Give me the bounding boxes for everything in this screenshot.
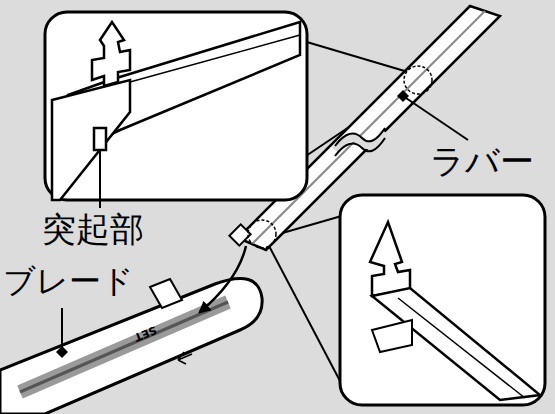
wiper-blade — [0, 278, 262, 414]
blade-slot-line — [20, 302, 228, 392]
blade-arrow-mark — [178, 352, 192, 364]
protrusion — [94, 128, 106, 150]
leader-line — [99, 150, 101, 208]
leader-line — [403, 96, 468, 140]
blade-marking: SET — [132, 324, 157, 343]
break-mark — [335, 128, 385, 146]
blade-clip — [150, 279, 182, 308]
inset-line — [300, 40, 408, 72]
rubber-line — [398, 298, 525, 398]
inset-line — [268, 244, 350, 400]
rubber-lower — [52, 80, 130, 200]
part-label: ラバー — [430, 144, 534, 178]
insert-arrow — [200, 246, 246, 312]
part-label: 突起部 — [42, 212, 144, 246]
rubber-detail-bottom — [370, 222, 540, 400]
leader-dot — [56, 346, 68, 358]
detail-circle — [404, 66, 432, 94]
leader-line — [61, 308, 63, 350]
part-label: ブレード — [3, 265, 134, 297]
rubber-detail-top — [52, 22, 300, 200]
detail-inset — [340, 195, 545, 405]
rubber-line — [130, 35, 300, 82]
rubber-profile — [92, 22, 130, 86]
rubber-body — [372, 288, 540, 400]
detail-circle — [248, 220, 276, 248]
rubber-base — [372, 320, 412, 352]
blade-slot — [20, 302, 228, 392]
break-mark — [335, 138, 385, 156]
detail-inset — [45, 12, 307, 200]
